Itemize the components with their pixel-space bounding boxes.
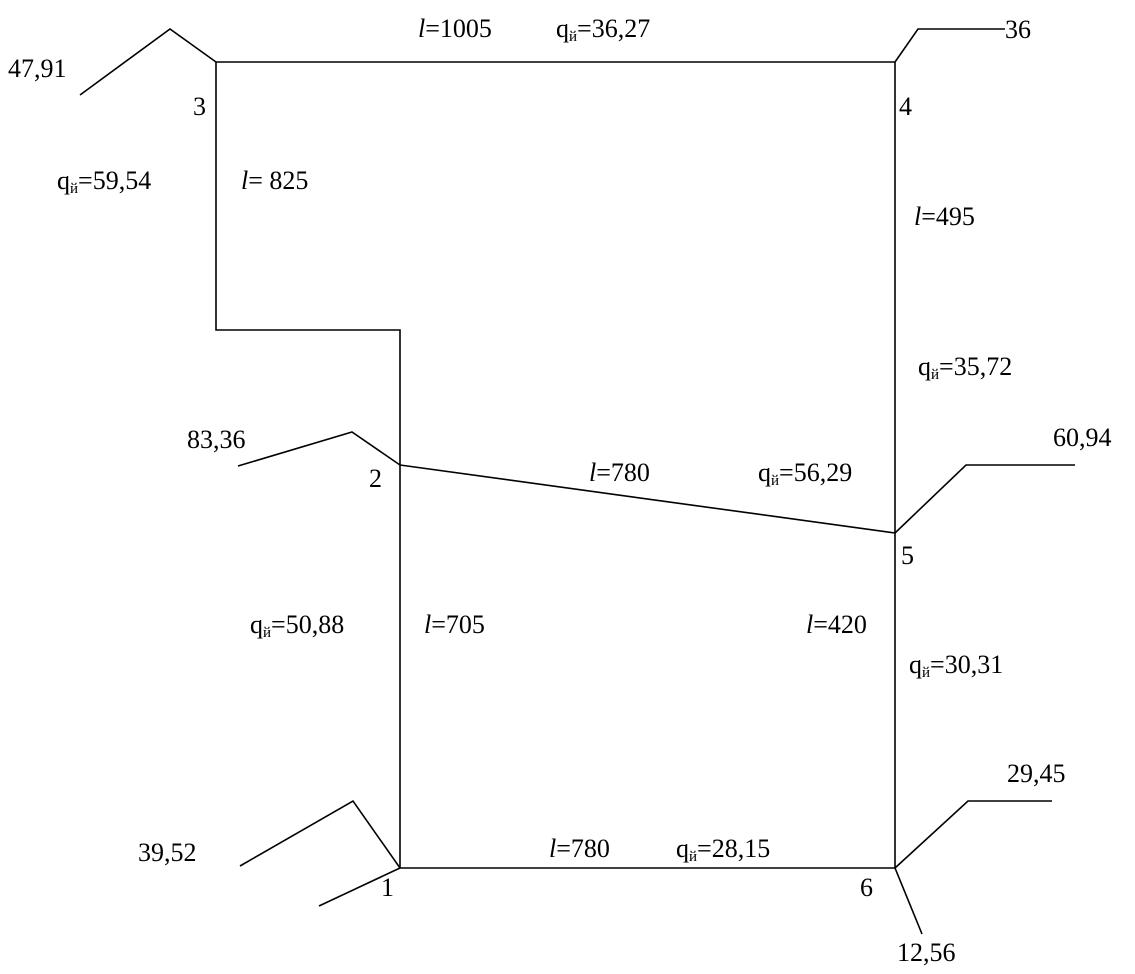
flow-2-5: qй=56,29 — [758, 458, 852, 489]
flow-3-4: qй=36,27 — [556, 14, 650, 45]
leader-node-6-upper — [894, 800, 1052, 869]
node-flow-6-lower: 12,56 — [897, 938, 956, 967]
leader-node-4 — [894, 28, 1005, 63]
length-2-1: l=705 — [424, 610, 485, 639]
node-flow-6-upper: 29,45 — [1007, 759, 1066, 788]
length-3-2: l= 825 — [241, 166, 308, 195]
node-label-2: 2 — [369, 464, 382, 493]
pipe-3-2 — [215, 62, 401, 465]
flow-3-2: qй=59,54 — [57, 166, 151, 197]
node-flow-5: 60,94 — [1053, 423, 1112, 452]
length-5-6: l=420 — [806, 610, 867, 639]
leader-node-5 — [894, 464, 1075, 534]
node-label-4: 4 — [899, 92, 912, 121]
node-flow-4: 36 — [1005, 15, 1031, 44]
leader-node-3 — [79, 28, 217, 96]
flow-4-5: qй=35,72 — [918, 352, 1012, 383]
leader-node-1-tail — [318, 867, 401, 907]
node-flow-2: 83,36 — [187, 425, 246, 454]
node-flow-3: 47,91 — [8, 54, 67, 83]
segment-lengths: l=1005 l= 825 l=495 l=780 l=705 l=420 l=… — [241, 14, 975, 863]
pipe-2-5 — [399, 464, 896, 534]
length-3-4: l=1005 — [418, 14, 492, 43]
flow-5-6: qй=30,31 — [909, 650, 1003, 681]
node-flow-values: 47,91 36 83,36 60,94 39,52 29,45 12,56 — [8, 15, 1112, 967]
leader-node-2 — [237, 431, 401, 467]
length-2-5: l=780 — [589, 458, 650, 487]
flow-leaders — [79, 28, 1075, 935]
flow-2-1: qй=50,88 — [250, 610, 344, 641]
segment-flows: qй=36,27 qй=59,54 qй=35,72 qй=56,29 qй=5… — [57, 14, 1012, 865]
node-label-1: 1 — [381, 873, 394, 902]
leader-node-1 — [239, 799, 401, 869]
length-4-5: l=495 — [914, 202, 975, 231]
node-label-5: 5 — [901, 541, 914, 570]
length-1-6: l=780 — [549, 834, 610, 863]
node-labels: 3 4 2 5 1 6 — [193, 92, 914, 902]
node-label-3: 3 — [193, 92, 206, 121]
flow-1-6: qй=28,15 — [676, 834, 770, 865]
node-flow-1: 39,52 — [138, 838, 197, 867]
node-label-6: 6 — [860, 873, 873, 902]
leader-node-6-lower — [894, 867, 923, 935]
pipe-segments — [215, 61, 896, 869]
